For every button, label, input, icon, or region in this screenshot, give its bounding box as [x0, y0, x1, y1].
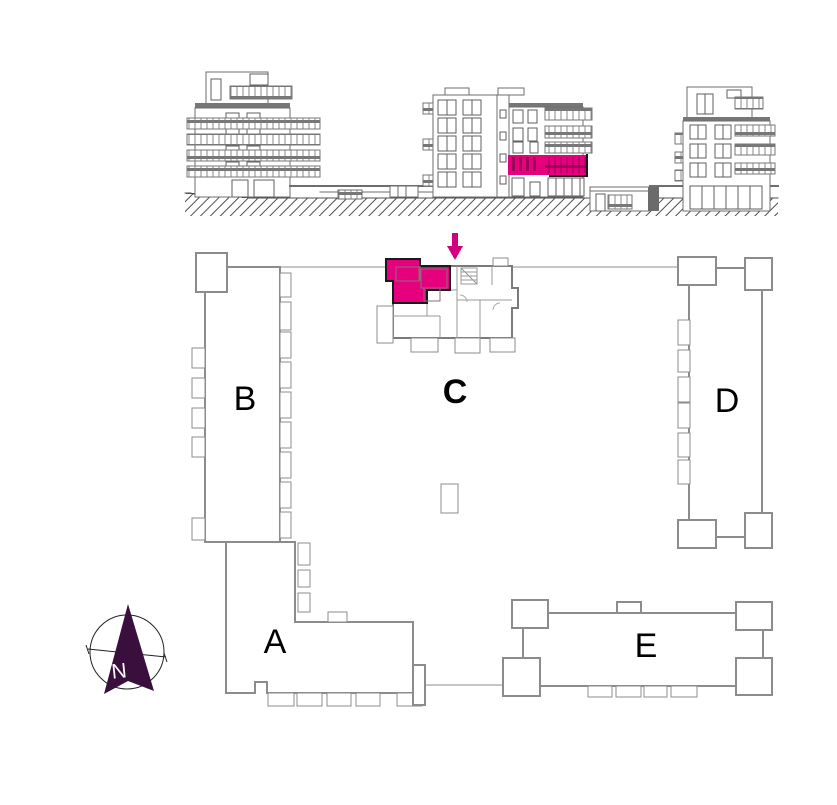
site-plan: B D A E	[191, 233, 773, 707]
compass-north-label: N	[110, 659, 127, 683]
building-b-label: B	[234, 380, 257, 418]
right-wing-balconies	[544, 107, 593, 154]
building-e-label: E	[635, 627, 658, 665]
building-e-corner-balconies	[502, 599, 773, 697]
building-d-left-balconies	[677, 319, 691, 485]
building-b-right-balconies	[279, 272, 292, 539]
door-swings	[459, 294, 501, 311]
building-a-outline	[225, 541, 414, 694]
roof-structures	[444, 87, 525, 96]
building-a-top-bump	[327, 611, 348, 623]
vent-grille	[337, 189, 363, 200]
highlight-window-bars	[512, 157, 536, 171]
roof-slab-right	[509, 103, 583, 107]
pillar	[648, 187, 659, 211]
building-c-label: C	[443, 373, 468, 411]
window-mullions	[446, 99, 473, 188]
highlight-balcony	[545, 157, 586, 173]
roof-slab	[195, 103, 290, 108]
building-d-label: D	[715, 382, 740, 420]
tower-windows	[437, 99, 482, 188]
right-bldg-windows	[689, 124, 732, 178]
building-d: D	[677, 256, 773, 549]
building-e-outline	[522, 612, 764, 687]
building-a-side-balconies	[297, 542, 311, 613]
roof-slab-right-bldg	[683, 117, 770, 121]
building-b-corner-balcony	[195, 252, 228, 293]
elevation-left-building	[186, 71, 321, 198]
building-a-right-balcony	[412, 664, 426, 706]
building-a: A	[225, 541, 503, 707]
penthouse-right-railing	[734, 96, 764, 110]
building-c-stair	[460, 267, 478, 285]
compass-needle-icon	[104, 604, 154, 694]
highlighted-unit-plan[interactable]	[385, 258, 451, 304]
left-stub-balconies	[674, 132, 684, 182]
ramp-box	[389, 185, 419, 198]
highlighted-floor-elevation[interactable]	[508, 153, 589, 178]
penthouse-windows	[210, 73, 269, 101]
ground-floor-openings	[231, 179, 275, 198]
building-b: B	[191, 252, 292, 543]
building-a-label: A	[264, 623, 287, 661]
storefront	[547, 177, 585, 197]
penthouse-railing	[229, 85, 293, 100]
annex-door	[595, 193, 606, 212]
elevation-right-building	[589, 86, 779, 212]
storefront-mullions	[555, 177, 581, 197]
building-elevation	[184, 71, 779, 216]
right-bldg-mullions	[697, 124, 724, 178]
right-bldg-balconies	[734, 124, 776, 175]
building-c-floorplan: C	[376, 233, 520, 411]
ramp-marks	[397, 185, 407, 198]
building-c-balconies	[376, 257, 516, 354]
highlighted-unit-walls	[395, 266, 448, 302]
storefront-right-mullions	[701, 185, 751, 210]
ground-openings	[511, 177, 541, 197]
highlight-border	[548, 153, 589, 178]
compass-rose: N	[85, 604, 168, 694]
left-balcony-stubs	[422, 102, 434, 187]
elevation-middle-building	[422, 87, 593, 198]
building-e: E	[502, 599, 773, 698]
stair-windows	[499, 109, 507, 185]
building-d-corner-balconies	[677, 256, 773, 549]
balcony-bands	[186, 117, 321, 178]
unit-location-arrow-icon	[447, 233, 463, 260]
elevation-parking-deck	[289, 185, 434, 200]
garage-door	[607, 194, 633, 210]
building-a-bottom-balconies	[267, 692, 423, 707]
right-wing-windows	[512, 109, 539, 154]
building-b-left-balconies	[191, 347, 206, 541]
building-c-interior-walls	[393, 266, 512, 338]
site-small-structure	[440, 483, 459, 514]
building-e-bottom-balconies	[587, 685, 698, 698]
building-d-outline	[688, 267, 763, 538]
